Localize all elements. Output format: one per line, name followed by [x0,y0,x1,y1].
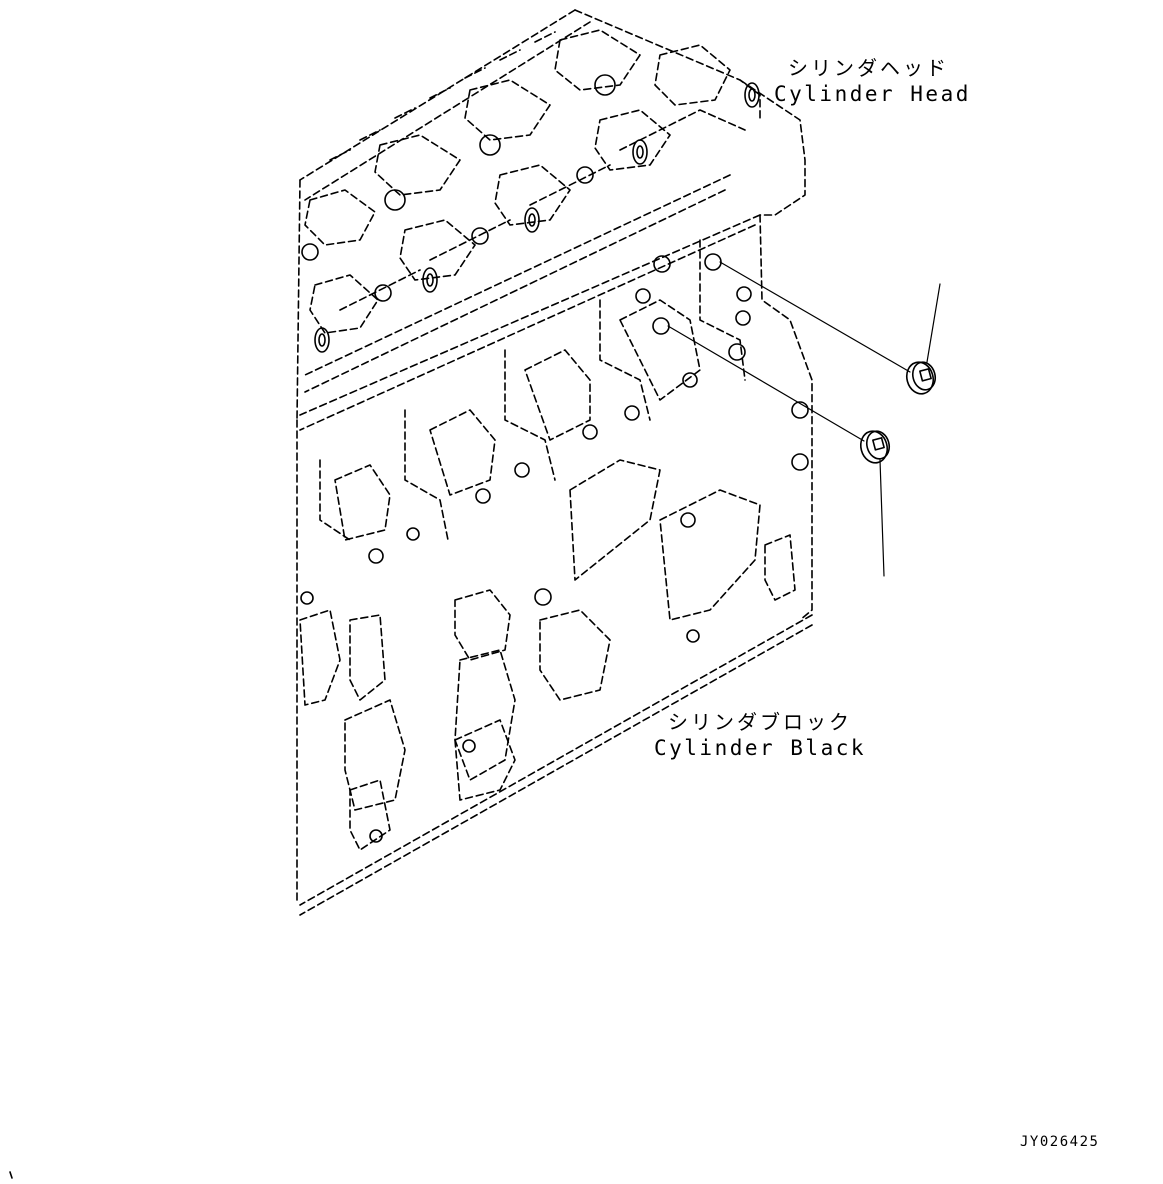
head-ports [301,74,760,353]
cylinder-block [296,214,813,916]
cylinder-block-label-en: Cylinder Black [654,736,867,760]
block-holes [300,253,809,843]
leader-lines [667,261,941,577]
cylinder-head-label-en: Cylinder Head [774,82,971,106]
plug-upper [905,361,937,395]
plug-lower [859,430,891,464]
cylinder-block-label-jp: シリンダブロック [668,710,852,734]
cylinder-head [296,9,806,431]
drawing-id: JY026425 [1020,1134,1100,1150]
cylinder-head-label-jp: シリンダヘッド [788,56,949,80]
